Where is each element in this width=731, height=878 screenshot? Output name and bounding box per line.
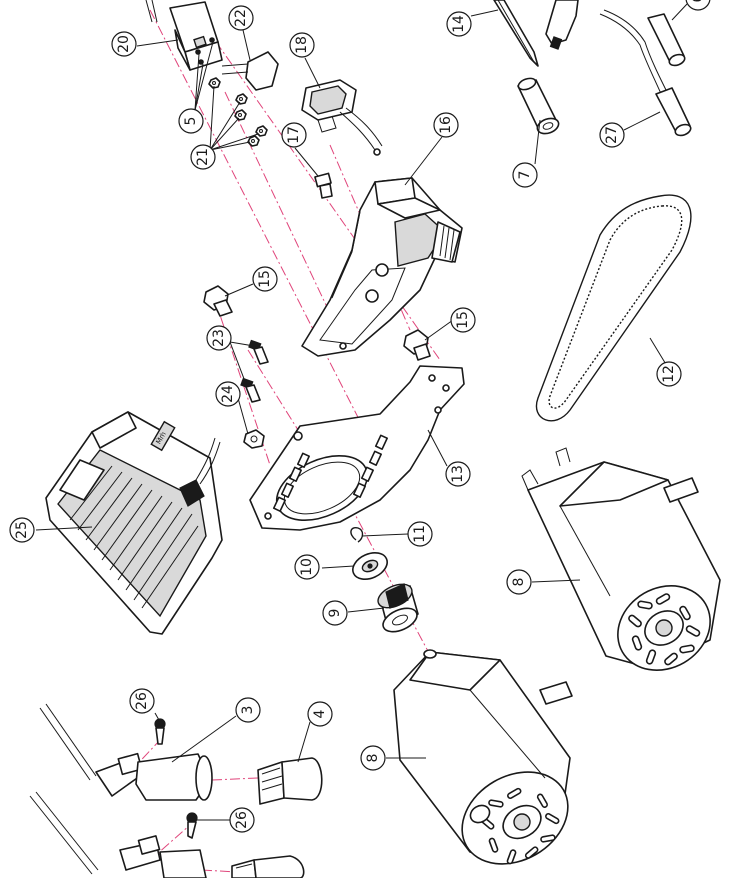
cable-lead <box>599 9 692 137</box>
callout-25: 25 <box>9 517 35 543</box>
callout-label: 21 <box>195 148 211 166</box>
callout-18: 18 <box>289 32 315 58</box>
callout-15: 15 <box>252 266 278 292</box>
callout-24: 24 <box>215 381 241 407</box>
callout-label: 15 <box>455 311 471 329</box>
callout-leader-lines <box>35 3 688 821</box>
callout-27: 27 <box>599 122 625 148</box>
motor-housing-bracket <box>301 177 463 357</box>
callout-17: 17 <box>281 122 307 148</box>
terminal-block <box>301 79 383 156</box>
screw <box>314 172 333 199</box>
callout-26: 26 <box>229 807 255 833</box>
assembly-axis-line <box>211 777 259 781</box>
part-callouts: 20 22 5 21 18 17 16 14 6 7 27 12 15 15 2… <box>9 0 711 833</box>
callout-4: 4 <box>307 701 333 727</box>
callout-3: 3 <box>235 697 261 723</box>
callout-5: 5 <box>178 108 204 134</box>
callout-label: 26 <box>134 692 150 710</box>
foot-pedal: Ḿḿ <box>45 411 223 635</box>
callout-6: 6 <box>685 0 711 11</box>
callout-label: 9 <box>327 609 343 618</box>
assembly-axis-line <box>149 9 391 481</box>
mounting-plate <box>249 365 465 531</box>
callout-label: 12 <box>661 365 677 383</box>
assembly-axis-line <box>224 91 346 346</box>
callout-21: 21 <box>190 144 216 170</box>
callout-15: 15 <box>450 307 476 333</box>
retaining-clip <box>350 526 364 543</box>
callout-22: 22 <box>228 5 254 31</box>
callout-label: 20 <box>116 35 132 53</box>
lamp-bulb <box>257 757 323 805</box>
probe <box>493 0 539 67</box>
motor <box>393 649 573 865</box>
screw <box>195 37 215 65</box>
callout-label: 4 <box>312 709 328 718</box>
drive-belt <box>535 194 692 422</box>
nut <box>243 429 265 449</box>
screw <box>154 718 166 745</box>
callout-20: 20 <box>111 31 137 57</box>
callout-23: 23 <box>206 325 232 351</box>
motor-vent-slots <box>480 787 560 865</box>
pulley <box>377 583 419 633</box>
assembly-axis-line <box>349 504 431 656</box>
callout-label: 11 <box>412 525 428 543</box>
nut <box>208 77 268 147</box>
callout-label: 15 <box>257 270 273 288</box>
assembly-axis-line <box>201 869 237 873</box>
callout-label: 18 <box>294 36 310 54</box>
callout-12: 12 <box>656 361 682 387</box>
callout-26: 26 <box>129 688 155 714</box>
pedal-ribs <box>69 465 199 609</box>
end-cap <box>517 77 560 135</box>
callout-8: 8 <box>360 745 386 771</box>
callout-label: 27 <box>604 126 620 144</box>
lamp-bulb <box>231 855 305 878</box>
callout-11: 11 <box>407 521 433 547</box>
screw <box>240 339 269 403</box>
washer <box>352 552 388 580</box>
switch-cap <box>221 51 279 91</box>
screw <box>186 812 198 839</box>
callout-label: 23 <box>211 329 227 347</box>
callout-label: 22 <box>233 9 249 27</box>
callout-label: 6 <box>690 0 706 2</box>
connector <box>545 0 686 67</box>
callout-9: 9 <box>322 600 348 626</box>
callout-10: 10 <box>294 554 320 580</box>
bolt <box>203 285 233 317</box>
motor <box>521 447 721 671</box>
callout-label: 26 <box>234 811 250 829</box>
assembly-axis-line <box>247 349 299 431</box>
callout-label: 25 <box>14 521 30 539</box>
callout-label: 14 <box>451 15 467 33</box>
callout-label: 13 <box>450 465 466 483</box>
callout-7: 7 <box>512 162 538 188</box>
callout-label: 10 <box>299 558 315 576</box>
callout-label: 8 <box>511 578 527 587</box>
lamp-holder <box>39 703 213 801</box>
callout-label: 3 <box>240 706 256 715</box>
callout-13: 13 <box>445 461 471 487</box>
callout-14: 14 <box>446 11 472 37</box>
lamp-holder <box>29 791 207 878</box>
callout-label: 16 <box>438 116 454 134</box>
callout-label: 24 <box>220 385 236 403</box>
motor-vent-slots <box>628 593 701 666</box>
callout-label: 7 <box>517 171 533 180</box>
callout-label: 5 <box>183 117 199 126</box>
switch-housing <box>145 0 223 71</box>
callout-label: 17 <box>286 126 302 144</box>
callout-8: 8 <box>506 569 532 595</box>
callout-16: 16 <box>433 112 459 138</box>
callout-label: 8 <box>365 754 381 763</box>
bolt <box>403 329 431 361</box>
